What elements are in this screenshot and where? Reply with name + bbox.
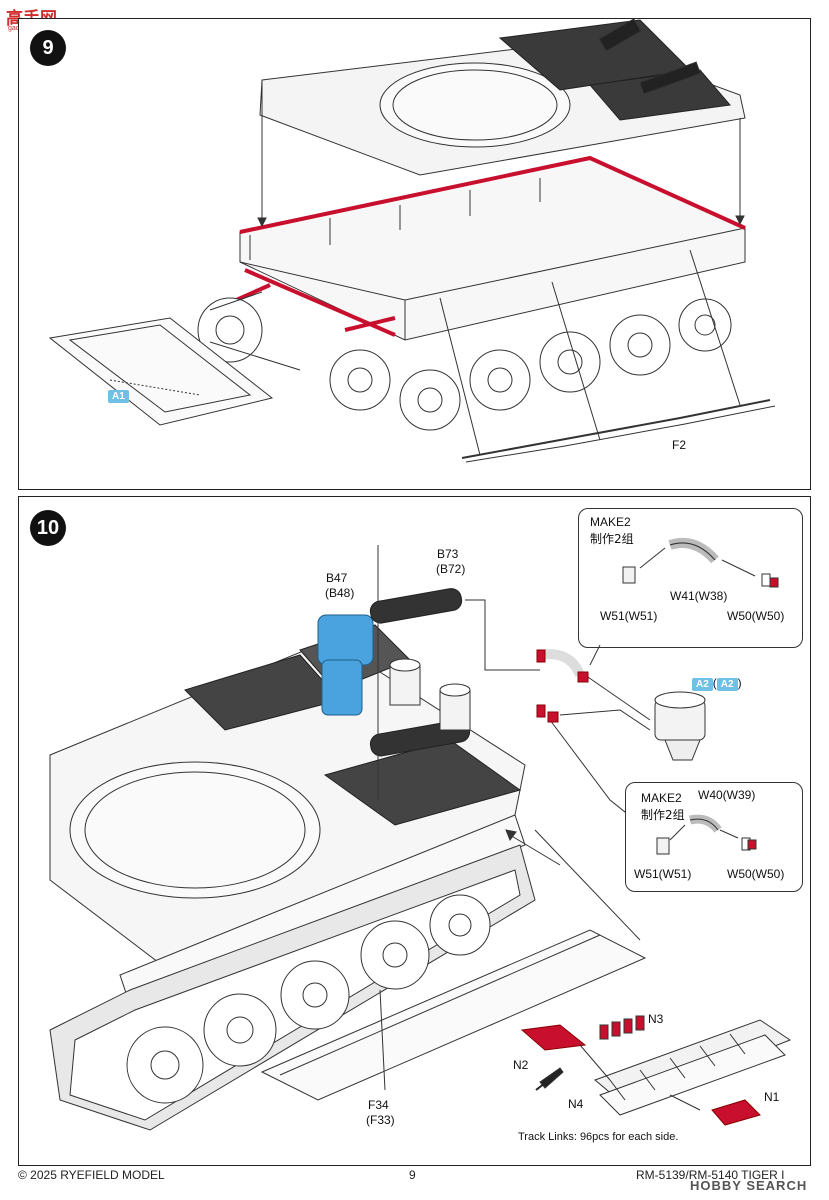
callout-top-w50: W50(W50) (727, 609, 785, 623)
callout-bottom-make-en: MAKE2 (641, 791, 682, 805)
callout-top-w51: W51(W51) (600, 609, 658, 623)
step10-part-b48-label: (B48) (325, 586, 355, 600)
step10-part-a2-badges: A2(A2) (692, 674, 742, 691)
footer-page-number: 9 (409, 1168, 416, 1182)
step10-number: 10 (30, 510, 66, 546)
step10-part-f33-label: (F33) (366, 1113, 395, 1127)
step10-part-n2-label: N2 (513, 1058, 529, 1072)
step10-part-b47-label: B47 (326, 571, 348, 585)
step10-part-n3-label: N3 (648, 1012, 664, 1026)
footer-watermark: HOBBY SEARCH (690, 1178, 808, 1193)
step10-part-b73-label: B73 (437, 547, 459, 561)
callout-top-w41: W41(W38) (670, 589, 728, 603)
step10-paren-close: ) (737, 676, 742, 690)
callout-bottom-make-cn: 制作2组 (641, 808, 685, 822)
step10-track-note: Track Links: 96pcs for each side. (518, 1131, 679, 1143)
footer-product: RM-5139/RM-5140 TIGER I (636, 1168, 785, 1182)
callout-top-make-en: MAKE2 (590, 515, 631, 529)
step10-part-a2-badge: A2 (692, 678, 713, 691)
step10-part-a2-alt-badge: A2 (716, 678, 738, 691)
callout-bottom-w51: W51(W51) (634, 867, 692, 881)
step10-callout-top (578, 508, 803, 648)
callout-bottom-w40: W40(W39) (698, 788, 756, 802)
step9-part-f2-label: F2 (672, 438, 687, 452)
step9-number: 9 (30, 30, 66, 66)
step10-part-b72-label: (B72) (436, 562, 466, 576)
callout-top-make-cn: 制作2组 (590, 532, 634, 546)
footer-copyright: © 2025 RYEFIELD MODEL (18, 1168, 165, 1182)
step9-part-a1-badge: A1 (108, 390, 129, 403)
step10-part-n4-label: N4 (568, 1097, 584, 1111)
step10-part-n1-label: N1 (764, 1090, 780, 1104)
callout-bottom-w50: W50(W50) (727, 867, 785, 881)
step9-panel (18, 18, 811, 490)
step10-callout-bottom (625, 782, 803, 892)
step10-part-f34-label: F34 (368, 1098, 389, 1112)
step10-paren-open: ( (712, 676, 717, 690)
